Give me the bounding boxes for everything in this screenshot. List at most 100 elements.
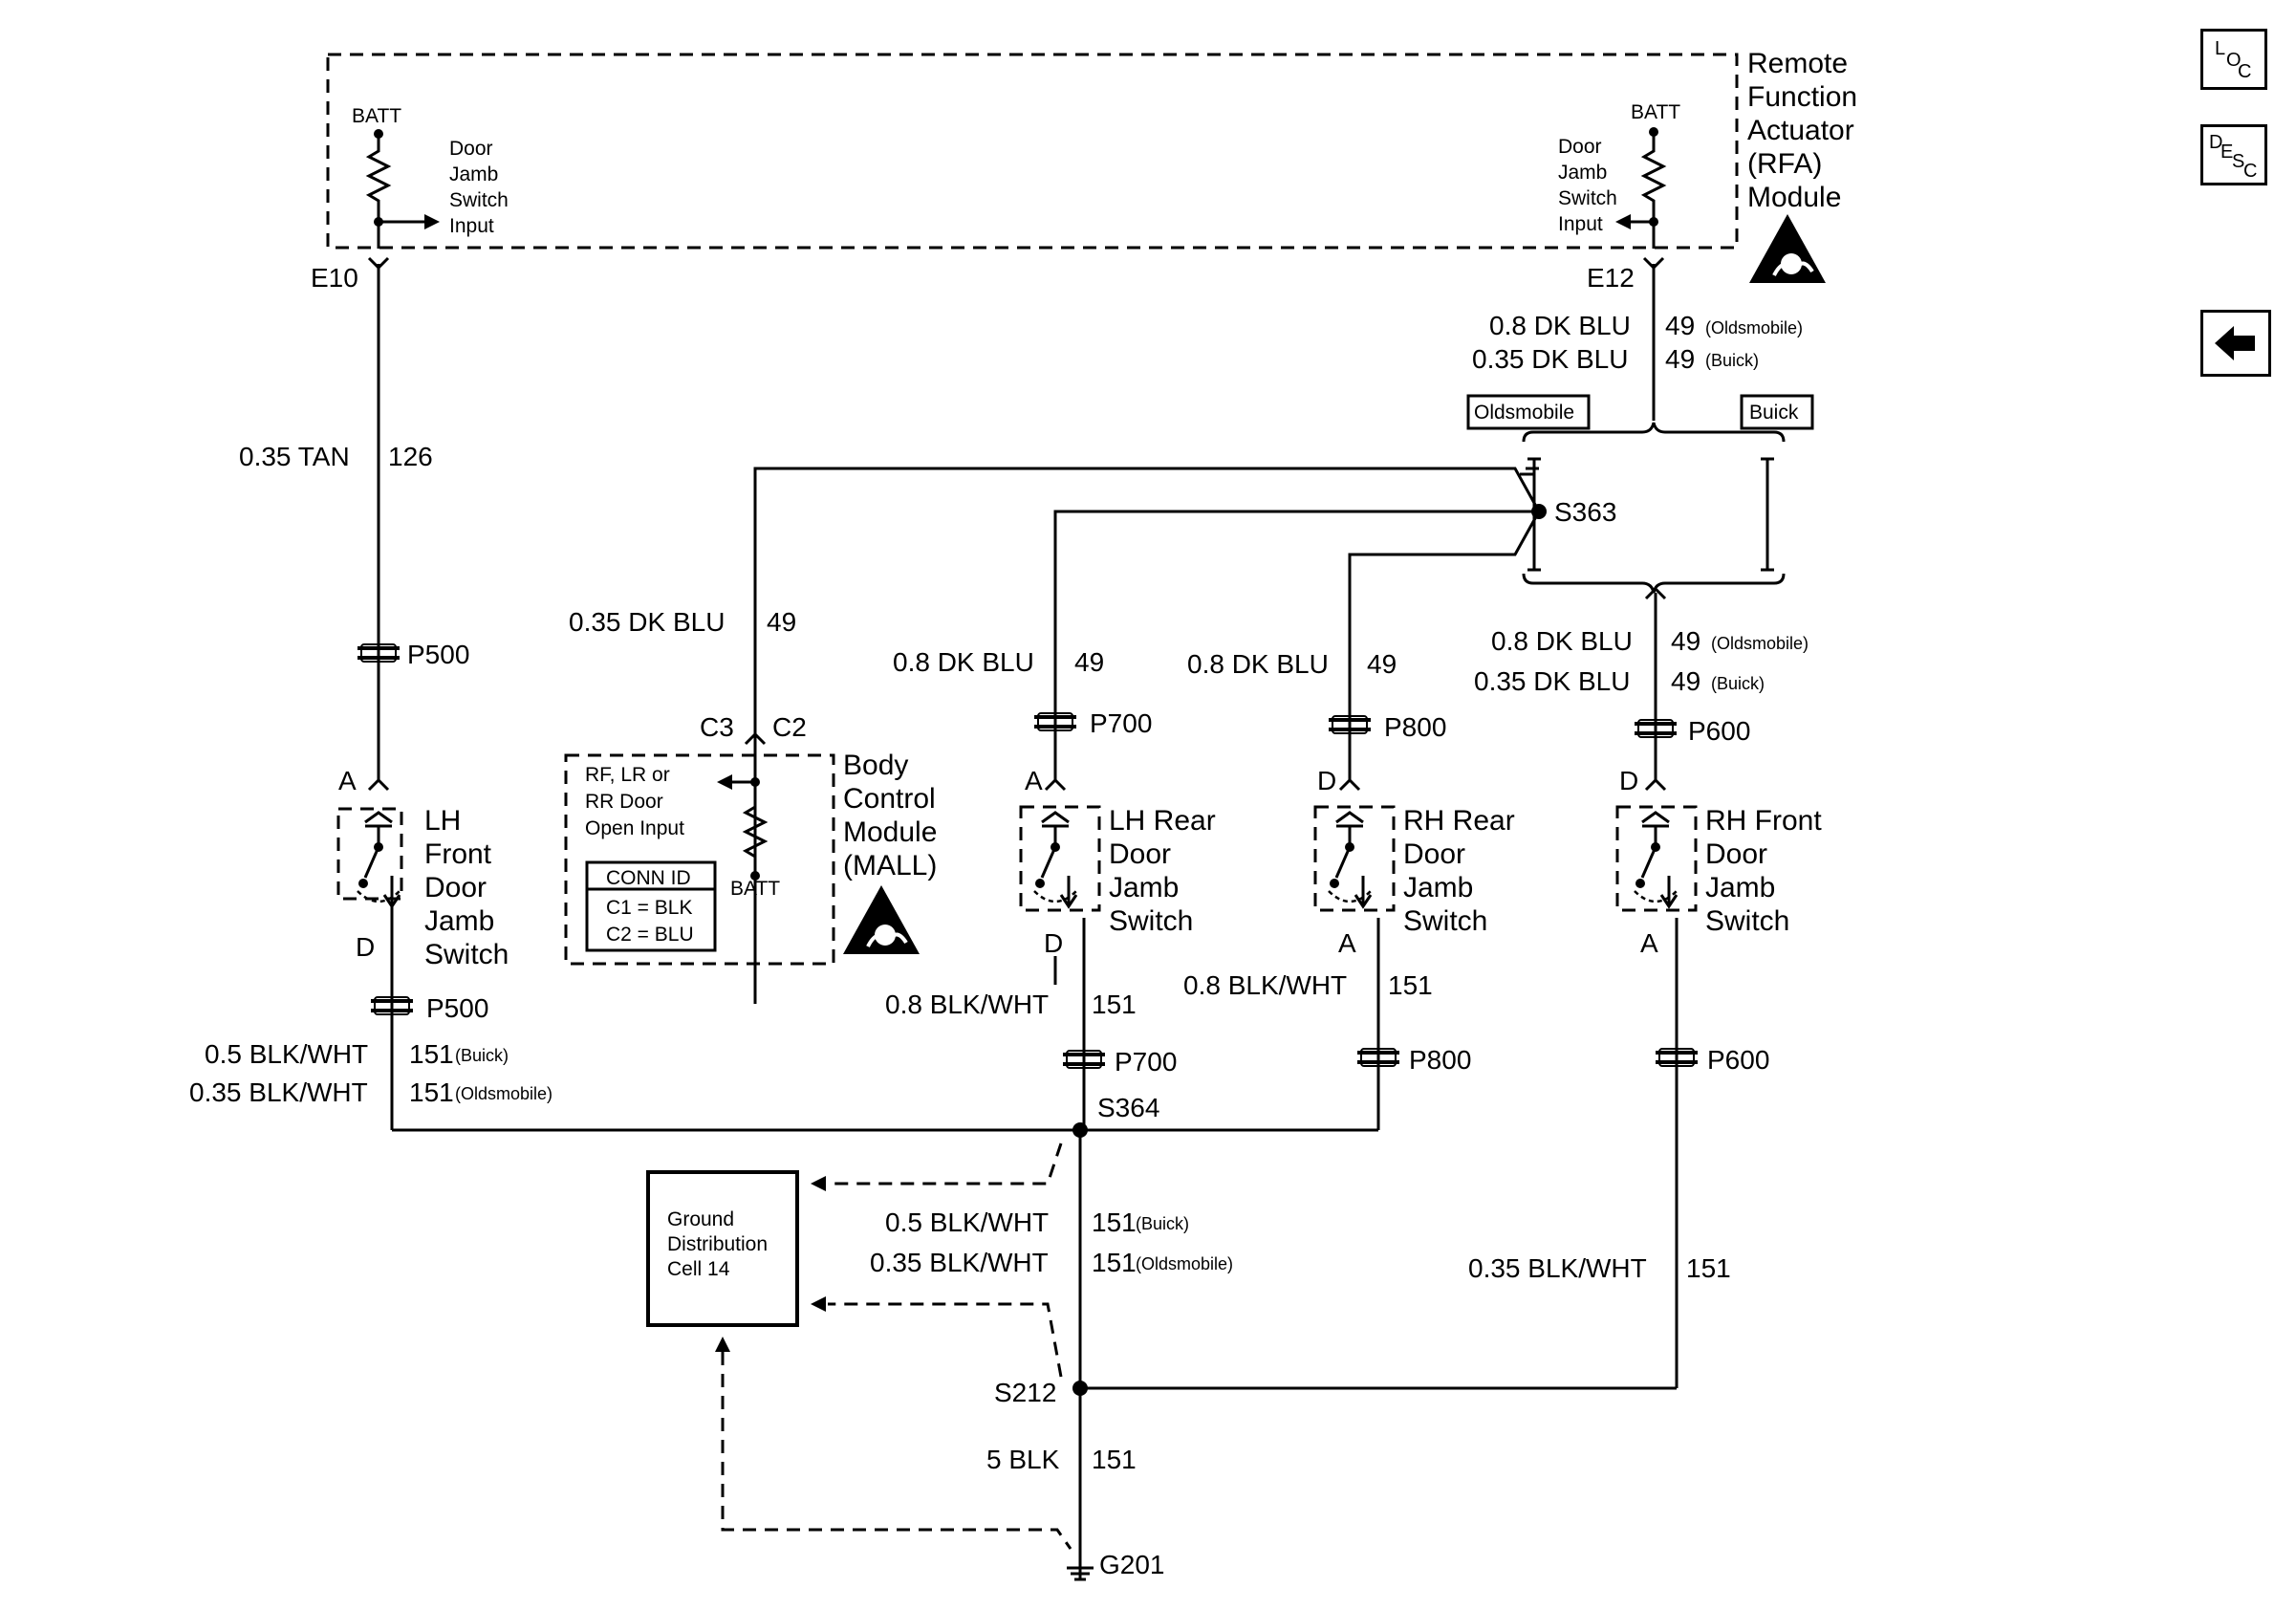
svg-text:C: C xyxy=(2243,161,2257,182)
wire-trunk-olds: 0.35 BLK/WHT xyxy=(870,1248,1049,1277)
wire-ground: 5 BLK xyxy=(986,1445,1060,1474)
wire-rh-rear-bottom: 0.8 BLK/WHT xyxy=(1183,970,1347,1000)
svg-text:151: 151 xyxy=(409,1077,454,1107)
svg-text:(Oldsmobile): (Oldsmobile) xyxy=(1705,318,1803,337)
buick-label: Buick xyxy=(1749,402,1799,424)
connector-p800-top: P800 xyxy=(1384,712,1446,742)
circuit-126: 126 xyxy=(388,442,433,471)
svg-text:151: 151 xyxy=(409,1039,454,1069)
wire-trunk-buick: 0.5 BLK/WHT xyxy=(885,1208,1049,1237)
wire-e12-buick: 0.35 DK BLU xyxy=(1472,344,1628,374)
svg-text:(Oldsmobile): (Oldsmobile) xyxy=(1711,634,1809,653)
pin-a-lh-front: A xyxy=(338,766,357,795)
rh-rear-switch-box xyxy=(1313,805,1396,912)
svg-text:CONN ID: CONN ID xyxy=(606,867,691,889)
svg-text:C: C xyxy=(2238,61,2251,82)
wire-rh-rear-top: 0.8 DK BLU xyxy=(1187,649,1329,679)
batt-label: BATT xyxy=(1631,101,1680,123)
svg-text:49: 49 xyxy=(1665,344,1695,374)
svg-text:E: E xyxy=(2220,141,2233,163)
batt-label-bcm: BATT xyxy=(730,878,780,900)
oldsmobile-label: Oldsmobile xyxy=(1474,402,1574,424)
conn-id-table xyxy=(585,860,717,952)
ground-g201: G201 xyxy=(1099,1550,1165,1579)
svg-text:C1 = BLK: C1 = BLK xyxy=(606,897,692,919)
rh-front-switch-box xyxy=(1615,805,1698,912)
ground-distribution-box[interactable] xyxy=(646,1170,799,1327)
svg-text:(Buick): (Buick) xyxy=(1705,351,1759,370)
svg-text:O: O xyxy=(2226,50,2242,71)
svg-text:151: 151 xyxy=(1092,1208,1137,1237)
svg-text:49: 49 xyxy=(1665,311,1695,340)
batt-label: BATT xyxy=(352,105,401,127)
pin-a-lh-rear: A xyxy=(1025,766,1043,795)
wire-rh-front-bottom: 0.35 BLK/WHT xyxy=(1468,1253,1647,1283)
svg-text:49: 49 xyxy=(1671,666,1700,696)
svg-text:L: L xyxy=(2215,38,2225,59)
wire-lh-rear-bottom: 0.8 BLK/WHT xyxy=(885,990,1049,1019)
switch-icon xyxy=(356,811,401,908)
wire-rh-front-olds: 0.8 DK BLU xyxy=(1491,626,1633,656)
svg-text:49: 49 xyxy=(1074,647,1104,677)
connector-p500-top: P500 xyxy=(407,640,469,669)
svg-text:(Buick): (Buick) xyxy=(1136,1214,1189,1233)
rfa-module-box xyxy=(326,53,1739,250)
wire-rh-front-buick: 0.35 DK BLU xyxy=(1474,666,1630,696)
svg-text:151: 151 xyxy=(1092,1248,1137,1277)
bcm-pin-c3: C3 xyxy=(700,712,734,742)
svg-text:S: S xyxy=(2232,151,2244,172)
svg-text:D: D xyxy=(2209,132,2222,153)
esd-warning-icon-bcm xyxy=(841,883,921,956)
pin-d-lh-front: D xyxy=(356,932,375,962)
bcm-module-box xyxy=(564,753,835,966)
pin-e10: E10 xyxy=(311,263,358,293)
svg-text:151: 151 xyxy=(1388,970,1433,1000)
svg-text:(Oldsmobile): (Oldsmobile) xyxy=(455,1084,552,1103)
splice-s364: S364 xyxy=(1097,1093,1159,1122)
back-button[interactable] xyxy=(2200,310,2271,377)
back-arrow-icon xyxy=(2215,326,2255,360)
svg-text:49: 49 xyxy=(1367,649,1397,679)
oldsmobile-option-box xyxy=(1466,394,1591,430)
svg-text:151: 151 xyxy=(1686,1253,1731,1283)
option-brace-top xyxy=(1522,422,1786,443)
lh-rear-switch-box xyxy=(1019,805,1101,912)
svg-text:151: 151 xyxy=(1092,990,1137,1019)
connector-p800-bottom: P800 xyxy=(1409,1045,1471,1075)
pin-d-lh-rear: D xyxy=(1044,928,1063,958)
svg-text:151: 151 xyxy=(1092,1445,1137,1474)
svg-text:49: 49 xyxy=(1671,626,1700,656)
lh-front-switch-box xyxy=(336,807,403,901)
svg-text:49: 49 xyxy=(767,607,796,637)
connector-p600-bottom: P600 xyxy=(1707,1045,1769,1075)
connector-p600-top: P600 xyxy=(1688,716,1750,746)
pin-a-rh-rear: A xyxy=(1338,928,1356,958)
esd-warning-icon xyxy=(1747,212,1828,285)
wire-e12-olds: 0.8 DK BLU xyxy=(1489,311,1631,340)
wire-lh-front-olds: 0.35 BLK/WHT xyxy=(189,1077,368,1107)
wire-lh-rear-top: 0.8 DK BLU xyxy=(893,647,1034,677)
svg-text:C2 = BLU: C2 = BLU xyxy=(606,924,694,946)
pin-e12: E12 xyxy=(1587,263,1635,293)
wire-bcm: 0.35 DK BLU xyxy=(569,607,725,637)
svg-text:(Oldsmobile): (Oldsmobile) xyxy=(1136,1254,1233,1273)
bcm-pin-c2: C2 xyxy=(772,712,807,742)
connector-p700-bottom: P700 xyxy=(1115,1047,1177,1077)
splice-s212: S212 xyxy=(994,1378,1056,1407)
wire-lh-front-buick: 0.5 BLK/WHT xyxy=(205,1039,368,1069)
svg-text:(Buick): (Buick) xyxy=(1711,674,1765,693)
wire-color-tan: 0.35 TAN xyxy=(239,442,350,471)
connector-p500-bottom: P500 xyxy=(426,993,488,1023)
connector-p700-top: P700 xyxy=(1090,708,1152,738)
